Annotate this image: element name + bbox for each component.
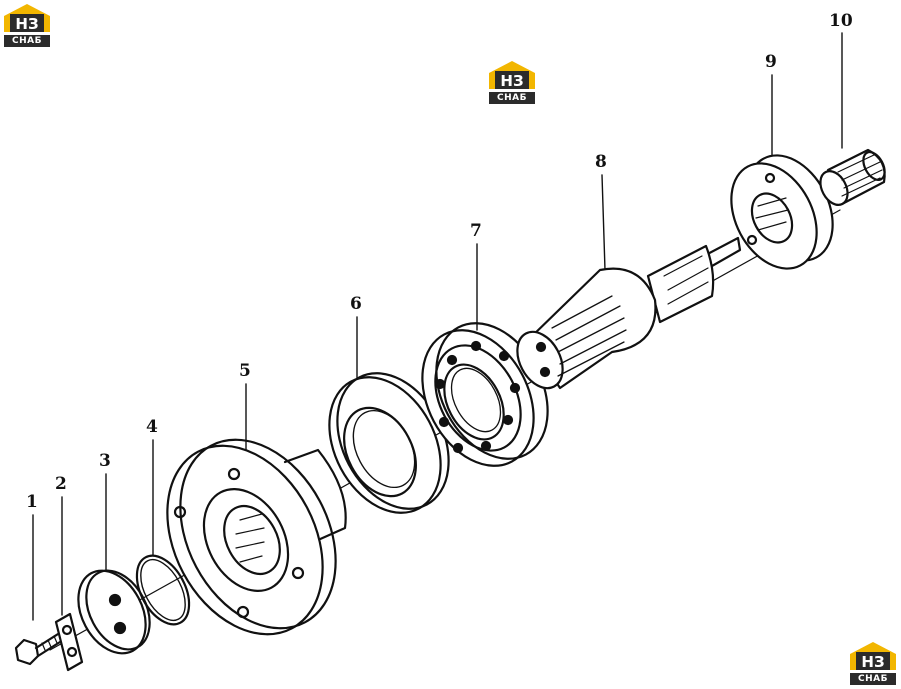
house-roof-icon: [4, 4, 50, 32]
logo-watermark-top-left: НЗ СНАБ: [2, 2, 52, 48]
logo-mark-text: НЗ: [15, 15, 39, 33]
part-number-5: 5: [239, 361, 251, 381]
logo-sub-text: СНАБ: [850, 673, 896, 685]
logo-sub-text: СНАБ: [489, 92, 535, 104]
seal-ring: [328, 372, 450, 514]
splined-shaft: [516, 236, 742, 390]
leader-lines: [32, 32, 843, 621]
logo-sub-text: СНАБ: [4, 35, 50, 47]
part-number-4: 4: [146, 417, 158, 437]
house-roof-icon: [489, 61, 535, 89]
logo-mark-text: НЗ: [861, 653, 885, 671]
splined-coupling: [730, 154, 834, 270]
needle-bearing: [819, 148, 886, 206]
part-number-6: 6: [350, 294, 362, 314]
part-number-7: 7: [470, 221, 482, 241]
part-number-8: 8: [595, 152, 607, 172]
part-number-2: 2: [55, 474, 67, 494]
part-number-9: 9: [765, 52, 777, 72]
logo-watermark-center: НЗ СНАБ: [487, 59, 537, 105]
house-roof-icon: [850, 642, 896, 670]
part-number-10: 10: [829, 11, 853, 31]
cover-disc: [77, 569, 151, 655]
roller-bearing: [421, 322, 549, 467]
part-number-3: 3: [99, 451, 111, 471]
part-number-1: 1: [26, 492, 38, 512]
logo-mark-text: НЗ: [500, 72, 524, 90]
lock-plate: [54, 612, 84, 672]
bolt: [14, 632, 62, 666]
logo-watermark-bottom-right: НЗ СНАБ: [848, 640, 898, 686]
flange-housing: [166, 438, 347, 636]
o-ring: [135, 554, 191, 626]
